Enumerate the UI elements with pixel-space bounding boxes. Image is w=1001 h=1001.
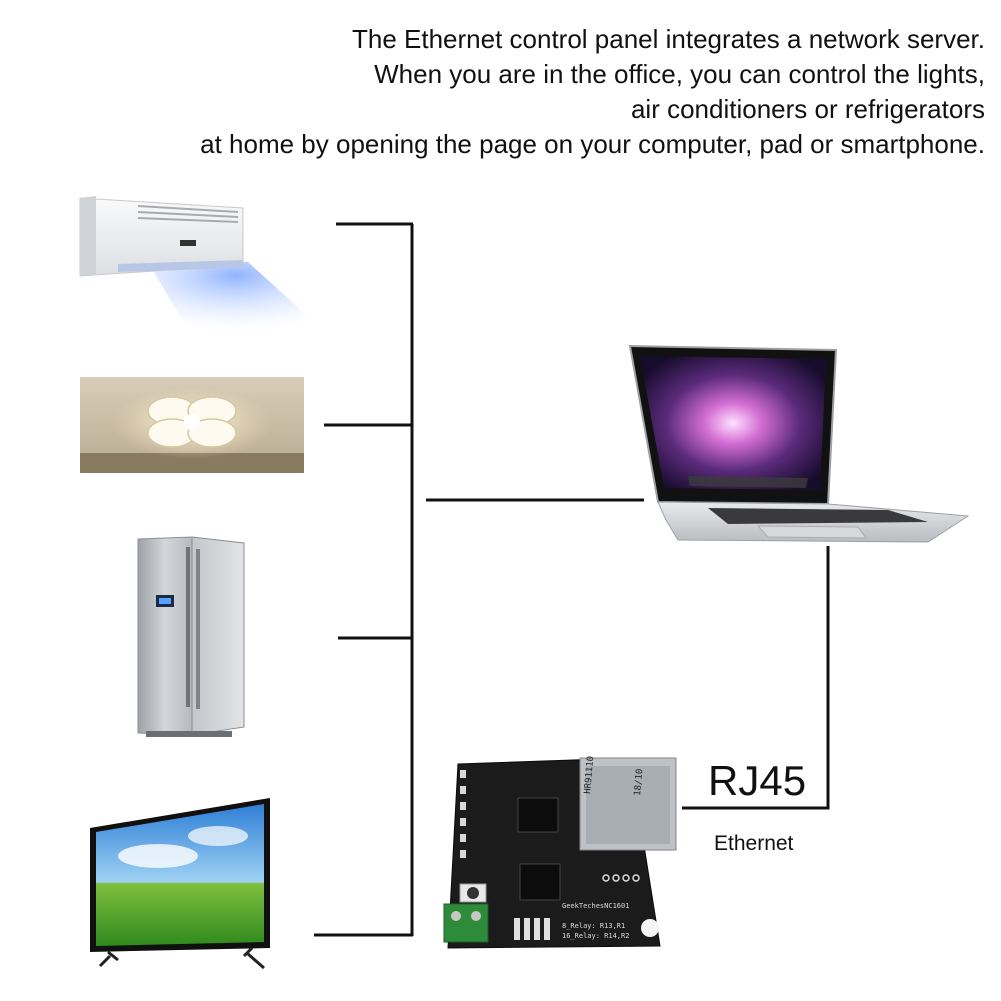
air-conditioner-icon (78, 190, 328, 330)
ethernet-label: Ethernet (714, 832, 794, 855)
board-model-label: GeekTechesNC1601 (562, 902, 629, 910)
rj45-label: RJ45 (708, 757, 807, 804)
jack-label-1: HR911105A (583, 756, 597, 794)
television-icon (88, 796, 272, 982)
jack-label-2: 18/10 (633, 768, 645, 796)
board-relay16-label: 16_Relay: R14,R2 (562, 932, 629, 940)
wire-laptop-to-rj45 (682, 546, 830, 810)
headline-line-2: When you are in the office, you can cont… (374, 59, 985, 89)
board-relay8-label: 8_Relay: R13,R1 (562, 922, 625, 930)
refrigerator-icon (134, 535, 248, 740)
headline-line-1: The Ethernet control panel integrates a … (351, 24, 985, 54)
circuit-board-icon: HR911105A 18/10 GeekTechesNC1601 8_Relay… (440, 744, 682, 952)
headline-line-3: air conditioners or refrigerators (630, 94, 985, 124)
ceiling-light-icon (80, 377, 304, 473)
headline-line-4: at home by opening the page on your comp… (200, 129, 985, 159)
headline: The Ethernet control panel integrates a … (25, 22, 985, 162)
laptop-icon (628, 344, 970, 548)
